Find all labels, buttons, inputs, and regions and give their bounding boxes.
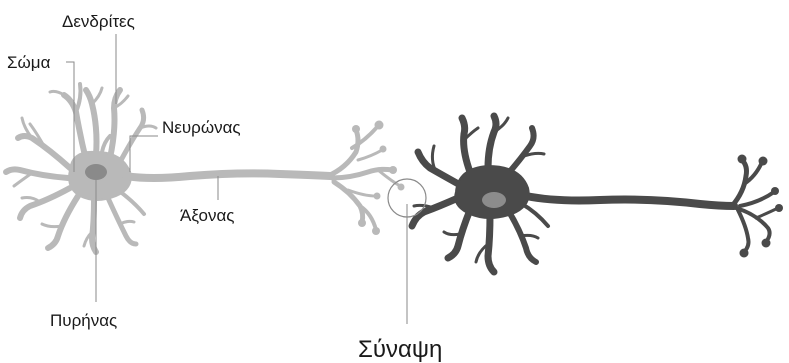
right-neuron-axon [526,196,734,206]
left-neuron-axon-terminals [328,126,400,230]
left-neuron-axon [126,173,330,178]
right-neuron-soma [455,166,528,218]
label-axon: Άξονας [180,206,234,225]
left-neuron-nucleus [85,164,107,180]
label-soma: Σώμα [7,53,51,72]
leader-soma [66,62,74,172]
label-synapse: Σύναψη [358,336,442,363]
label-nucleus: Πυρήνας [50,311,117,330]
label-dendrites: Δενδρίτες [62,12,135,31]
right-neuron-nucleus [482,192,506,208]
right-neuron-axon-terminals [732,160,778,252]
right-neuron [412,116,783,272]
left-neuron [6,84,405,252]
label-neuron: Νευρώνας [162,118,241,137]
